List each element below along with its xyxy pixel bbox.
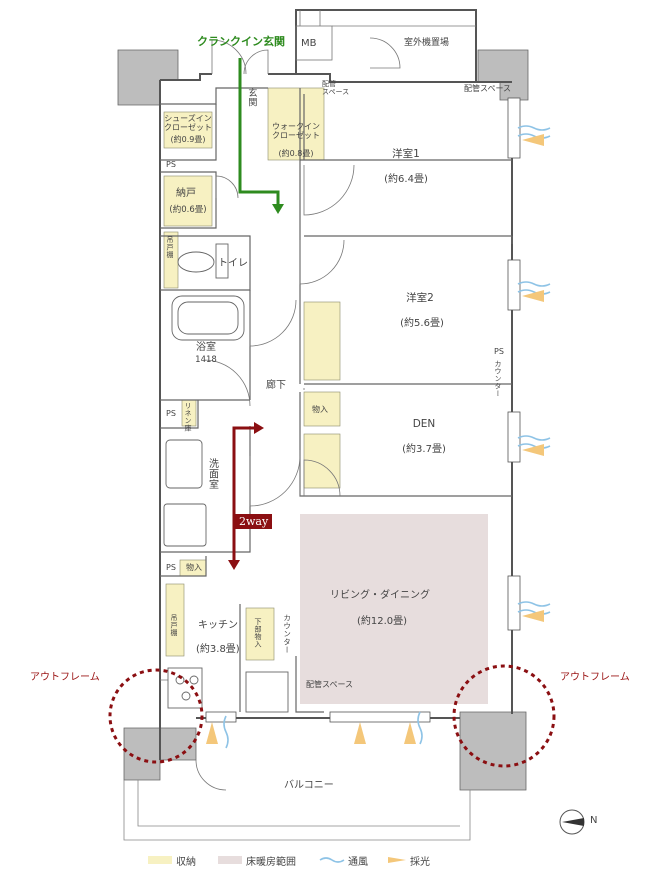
ps-label-2: PS xyxy=(494,347,504,356)
shoes-closet-size: (約0.9畳) xyxy=(170,135,206,144)
light-symbols xyxy=(206,134,544,744)
column-top-left xyxy=(117,49,179,106)
yoshitsu1-label: 洋室1 xyxy=(392,148,420,160)
structure-walls xyxy=(117,49,529,791)
two-way-tag: 2way xyxy=(235,514,273,529)
yoshitsu2-size: (約5.6畳) xyxy=(400,318,444,329)
yoshitsu2-label: 洋室2 xyxy=(406,292,434,304)
counter-label: カウンター xyxy=(282,614,292,654)
bathtub-inner xyxy=(177,301,239,335)
shoes-closet-zone xyxy=(163,111,213,149)
nando-label: 納戸 xyxy=(176,188,196,199)
balcony-label: バルコニー xyxy=(284,780,334,791)
yoshitsu2-closet-zone xyxy=(303,301,341,381)
mb-label: MB xyxy=(301,38,317,49)
under-storage-label: 下部物入 xyxy=(254,618,263,648)
washbasin xyxy=(165,439,203,489)
bath-label: 浴室 xyxy=(196,342,216,353)
storage-zones xyxy=(163,87,341,661)
ps-label-1: PS xyxy=(166,160,176,169)
living-size: (約12.0畳) xyxy=(356,616,408,627)
toilet-label: トイレ xyxy=(218,258,248,269)
legend-light-label: 採光 xyxy=(410,857,430,868)
washroom-label: 洗面室 xyxy=(206,458,218,490)
legend-heating-label: 床暖房範囲 xyxy=(246,857,296,868)
storage-zone-hall xyxy=(303,391,341,427)
den-closet-zone xyxy=(303,433,341,489)
kitchen-sink xyxy=(245,671,289,713)
kitchen-hanging-label: 吊戸棚 xyxy=(170,614,179,637)
yoshitsu1-size: (約6.4畳) xyxy=(384,174,428,185)
wind-symbols xyxy=(223,125,551,749)
bath-size: 1418 xyxy=(195,355,217,365)
windows xyxy=(205,97,521,723)
door-swings xyxy=(160,37,401,791)
outframe-ring-left xyxy=(108,668,204,764)
piping-space-label-2: 配管スペース xyxy=(464,84,512,93)
balcony-outline xyxy=(123,780,471,841)
walkin-closet-label: ウォークイン クローゼット xyxy=(272,122,320,141)
walkin-closet-zone xyxy=(267,87,325,161)
piping-space-label-3: 配管スペース xyxy=(306,680,354,689)
two-way-arrowhead-right xyxy=(254,422,264,434)
living-label: リビング・ダイニング xyxy=(330,590,430,601)
fixtures xyxy=(163,243,289,713)
genkan-label: 玄関 xyxy=(246,88,257,107)
walkin-closet-size: (約0.8畳) xyxy=(278,149,314,158)
legend-heating-swatch xyxy=(218,856,242,864)
den-size: (約3.7畳) xyxy=(402,444,446,455)
two-way-arrowhead-down xyxy=(228,560,240,570)
kitchen-label: キッチン xyxy=(198,620,238,631)
ps-label-3: PS xyxy=(166,409,176,418)
legend-storage-swatch xyxy=(148,856,172,864)
ps-label-4: PS xyxy=(166,563,176,572)
storage-label-hall: 物入 xyxy=(312,405,328,414)
shoes-closet-label: シューズイン クローゼット xyxy=(164,114,212,133)
den-label: DEN xyxy=(412,418,436,430)
nando-size: (約0.6畳) xyxy=(169,205,207,215)
piping-space-label-1: 配管 スペース xyxy=(322,80,350,97)
entrance-label: クランクイン玄関 xyxy=(197,35,285,48)
outframe-ring-right xyxy=(452,664,556,768)
legend-wind-label: 通風 xyxy=(348,857,368,868)
column-bottom-right xyxy=(459,711,527,791)
kitchen-hanging-zone xyxy=(165,583,185,657)
hallway-label: 廊下 xyxy=(266,380,286,391)
compass-icon xyxy=(559,809,585,835)
outframe-left-label: アウトフレーム xyxy=(30,672,100,683)
floor-heating-area xyxy=(300,514,488,704)
outframe-right-label: アウトフレーム xyxy=(560,672,630,683)
legend-light-icon xyxy=(388,857,406,863)
nando-zone xyxy=(163,175,213,227)
linen-label: リネン庫 xyxy=(184,402,193,432)
entrance-arrowhead xyxy=(272,204,284,214)
entrance-arrow xyxy=(238,58,280,206)
legend-wind-icon xyxy=(319,857,345,863)
toilet-bowl xyxy=(177,251,215,273)
outdoor-area xyxy=(295,10,476,61)
kitchen-size: (約3.8畳) xyxy=(196,644,240,655)
counter-vertical-label: カウンター xyxy=(494,360,503,398)
toilet-tank xyxy=(215,243,229,279)
two-way-arrow xyxy=(232,426,256,562)
storage-label-wash: 物入 xyxy=(186,563,202,572)
toilet-hanging-label: 吊戸棚 xyxy=(166,236,175,259)
legend-storage-label: 収納 xyxy=(176,857,196,868)
outdoor-unit-label: 室外機置場 xyxy=(404,38,450,48)
under-storage-zone xyxy=(245,607,275,661)
compass-label: N xyxy=(590,815,598,826)
washer xyxy=(163,503,207,547)
